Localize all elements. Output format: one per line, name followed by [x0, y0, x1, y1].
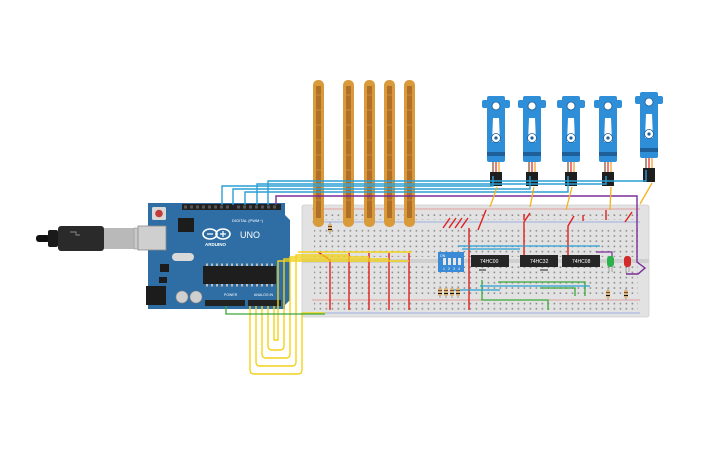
power-header-label: POWER [224, 293, 238, 297]
digital-header-label: DIGITAL (PWM~) [232, 218, 264, 223]
servo-signal-wires [489, 182, 653, 211]
flex-sensor-group [313, 80, 415, 227]
red-led[interactable] [624, 256, 631, 272]
dc-power-jack [146, 286, 166, 305]
analog-header[interactable] [248, 300, 281, 306]
flex-sensor[interactable] [404, 80, 415, 227]
power-header[interactable] [205, 300, 245, 306]
arduino-logo-icon [202, 228, 231, 240]
flex-sensor[interactable] [384, 80, 395, 227]
ic-label: 74HC32 [530, 259, 549, 265]
resistor [328, 222, 332, 234]
dip-position: 2 [448, 267, 450, 271]
resistor [624, 288, 628, 300]
arduino-board[interactable]: DIGITAL (PWM~) ARDUINO UNO [137, 203, 290, 309]
flex-sensor[interactable] [364, 80, 375, 227]
digital-header[interactable] [182, 204, 281, 210]
resistor [438, 286, 442, 298]
resistor [606, 288, 610, 300]
resistors [328, 222, 628, 300]
dip-switch[interactable]: ON 1 2 3 4 [438, 252, 464, 272]
power-wire-purple [275, 195, 647, 275]
logic-ic[interactable]: 74HC08 [562, 255, 600, 267]
logic-ic[interactable]: 74HC32 [520, 255, 558, 267]
green-led[interactable] [607, 256, 614, 272]
resistor [444, 286, 448, 298]
ic-label: 74HC08 [572, 259, 591, 265]
servo-motor[interactable] [518, 96, 546, 186]
resistor [450, 286, 454, 298]
servo-motor[interactable] [482, 96, 510, 186]
arduino-logo-text: ARDUINO [205, 242, 226, 247]
servo-group [482, 92, 663, 186]
arduino-model: UNO [240, 230, 260, 240]
signal-wires-blue [221, 170, 647, 205]
dip-position: 3 [453, 267, 455, 271]
servo-motor[interactable] [635, 92, 663, 182]
ic-label: 74HC00 [480, 259, 499, 265]
atmega-chip [203, 266, 276, 284]
flex-sensor[interactable] [313, 80, 324, 227]
servo-motor[interactable] [594, 96, 622, 186]
analog-wires-yellow [249, 251, 412, 375]
servo-motor[interactable] [557, 96, 585, 186]
flex-sensor[interactable] [343, 80, 354, 227]
dip-position: 4 [458, 267, 460, 271]
analog-header-label: ANALOG IN [254, 293, 274, 297]
dip-switch-label: ON [440, 254, 446, 258]
resistor [456, 286, 460, 298]
dip-position: 1 [443, 267, 445, 271]
logic-ic[interactable]: 74HC00 [471, 255, 509, 267]
